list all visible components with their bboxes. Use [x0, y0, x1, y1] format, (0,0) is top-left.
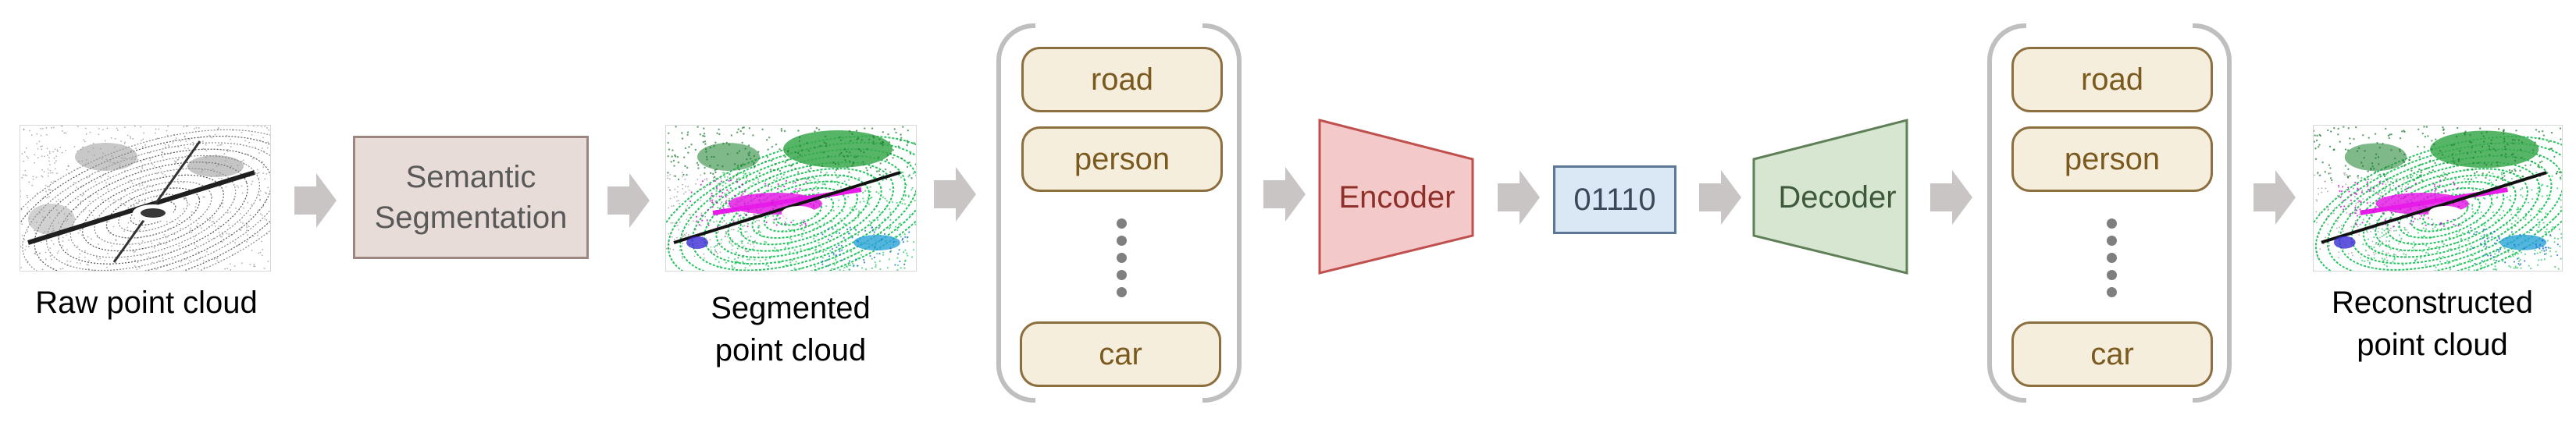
- encoder-block: [1318, 119, 1474, 275]
- reconstructed-point-cloud-render: [2314, 126, 2562, 271]
- class-item-person: person: [1021, 126, 1223, 192]
- flow-arrow-1: [294, 173, 337, 228]
- class-item-road: road: [1021, 47, 1223, 112]
- decoder-label: Decoder: [1778, 179, 1897, 215]
- segmented-point-cloud-image: [665, 125, 917, 272]
- segmentation-label-line-2: Segmentation: [374, 201, 568, 235]
- flow-arrow-8: [2254, 170, 2296, 225]
- flow-arrow-4: [1263, 167, 1306, 222]
- raw-scan-rings: [20, 129, 270, 271]
- class-item-road: road: [2011, 47, 2213, 112]
- ellipsis-dot: [2107, 236, 2117, 246]
- raw-point-cloud-caption: Raw point cloud: [35, 286, 258, 320]
- ellipsis-dot: [2107, 253, 2117, 263]
- flow-arrow-3: [934, 167, 976, 222]
- semantic-segmentation-block: Semantic Segmentation: [353, 136, 589, 259]
- ellipsis-dot: [1117, 218, 1127, 229]
- reconstructed-point-cloud-caption: Reconstructed point cloud: [2332, 286, 2533, 362]
- raw-point-cloud-render: [20, 126, 270, 271]
- raw-scan-structures: [20, 126, 270, 271]
- segmentation-label-line-1: Semantic: [405, 160, 536, 194]
- class-item-car: car: [2011, 321, 2213, 387]
- segmented-point-cloud-render: [666, 126, 916, 271]
- ellipsis-dot: [2107, 270, 2117, 280]
- ellipsis-dot: [1117, 253, 1127, 263]
- encoder-label: Encoder: [1338, 179, 1455, 215]
- ellipsis-dot: [2107, 287, 2117, 297]
- flow-arrow-6: [1699, 170, 1741, 225]
- ellipsis-dot: [1117, 287, 1127, 297]
- bitstream-code-box: 01110: [1553, 165, 1676, 234]
- ellipsis-dot: [2107, 218, 2117, 229]
- segmented-scan-points: [666, 126, 916, 271]
- class-item-car: car: [1020, 321, 1221, 387]
- raw-point-cloud-image: [20, 125, 271, 272]
- reconstructed-scan-points: [2314, 126, 2562, 271]
- decoder-block: [1752, 119, 1908, 275]
- flow-arrow-7: [1930, 170, 1972, 225]
- class-item-person: person: [2011, 126, 2213, 192]
- ellipsis-dot: [1117, 270, 1127, 280]
- reconstructed-point-cloud-image: [2313, 125, 2563, 272]
- flow-arrow-5: [1498, 170, 1540, 225]
- ellipsis-dot: [1117, 236, 1127, 246]
- flow-arrow-2: [607, 173, 650, 228]
- segmented-point-cloud-caption: Segmented point cloud: [711, 291, 871, 367]
